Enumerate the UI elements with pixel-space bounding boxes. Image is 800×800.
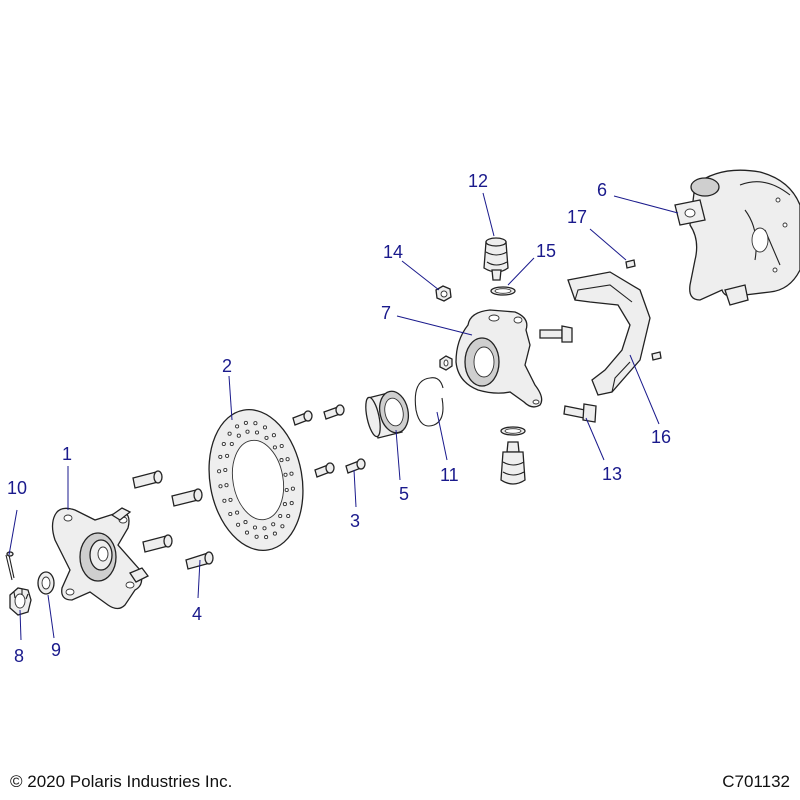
disc-vent-hole: [243, 520, 248, 525]
disc-vent-hole: [252, 525, 258, 530]
lug-studs: [132, 470, 214, 570]
drawing-number: C701132: [722, 772, 790, 791]
part-17-screw: [625, 259, 636, 269]
callout-10: 10: [7, 478, 27, 498]
disc-vent-hole: [286, 513, 291, 519]
disc-vent-hole: [264, 435, 269, 440]
caliper-bolt-upper: [539, 325, 573, 343]
disc-vent-hole: [254, 534, 259, 539]
part-1-wheel-hub: [51, 507, 149, 610]
part-12-ball-joint-upper: [483, 237, 509, 281]
callout-5: 5: [399, 484, 409, 504]
callout-1: 1: [62, 444, 72, 464]
disc-vent-hole: [229, 441, 234, 447]
part-11-retaining-ring: [414, 377, 444, 427]
part-13-bolt: [563, 403, 597, 423]
disc-vent-hole: [221, 441, 226, 447]
callout-15: 15: [536, 241, 556, 261]
part-10-cotter-pin: [5, 551, 15, 581]
disc-vent-hole: [271, 433, 276, 438]
part-2-brake-disc: [208, 408, 304, 552]
snap-ring-lower: [500, 426, 526, 436]
disc-vent-hole: [253, 421, 258, 426]
disc-vent-hole: [271, 522, 276, 527]
callout-17: 17: [567, 207, 587, 227]
disc-vent-hole: [218, 454, 223, 459]
disc-vent-hole: [224, 483, 229, 488]
callout-numbers: 1 2 3 4 5 6 7 8 9 10 11 12 13 14 15 16 1…: [7, 171, 671, 666]
disc-vent-hole: [218, 484, 223, 489]
callout-9: 9: [51, 640, 61, 660]
copyright-notice: © 2020 Polaris Industries Inc.: [10, 772, 233, 791]
disc-vent-hole: [285, 457, 290, 462]
disc-vent-hole: [217, 469, 222, 474]
disc-vent-hole: [279, 458, 284, 463]
callout-4: 4: [192, 604, 202, 624]
disc-vent-hole: [235, 424, 240, 429]
part-7-knuckle: [455, 309, 543, 408]
disc-vent-hole: [225, 453, 230, 458]
disc-vent-hole: [278, 513, 283, 519]
disc-vent-hole: [228, 511, 233, 517]
disc-vent-hole: [280, 524, 285, 529]
callout-14: 14: [383, 242, 403, 262]
disc-vent-hole: [264, 535, 269, 540]
disc-vent-hole: [243, 420, 248, 425]
callout-11: 11: [440, 465, 459, 485]
callout-7: 7: [381, 303, 391, 323]
disc-vent-hole: [244, 530, 250, 535]
disc-vent-hole: [272, 531, 277, 536]
part-9-washer: [37, 571, 55, 595]
callout-13: 13: [602, 464, 622, 484]
disc-vent-hole: [222, 498, 227, 503]
part-5-wheel-bearing: [365, 390, 410, 439]
disc-vent-hole: [284, 487, 289, 493]
part-14-nut: [435, 285, 452, 302]
bracket-screw: [651, 351, 662, 361]
disc-vent-hole: [290, 486, 295, 491]
disc-vent-hole: [227, 431, 232, 436]
disc-vent-hole: [223, 467, 228, 473]
callout-6: 6: [597, 180, 607, 200]
disc-vent-hole: [262, 526, 267, 531]
knuckle-nut: [439, 355, 453, 371]
part-15-snap-ring: [490, 286, 516, 296]
disc-vent-hole: [272, 445, 277, 450]
callout-8: 8: [14, 646, 24, 666]
callout-3: 3: [350, 511, 360, 531]
disc-vent-hole: [289, 471, 294, 476]
leader-lines: [8, 192, 679, 641]
disc-vent-hole: [254, 430, 260, 435]
part-6-hub-assembly: [674, 169, 800, 306]
ball-joint-lower: [500, 441, 526, 485]
part-8-castle-nut: [9, 587, 32, 616]
disc-vent-holes: [217, 420, 295, 540]
disc-vent-hole: [289, 501, 294, 506]
disc-vent-hole: [236, 522, 241, 527]
disc-vent-hole: [262, 425, 268, 430]
disc-vent-hole: [236, 433, 241, 438]
disc-vent-hole: [235, 510, 240, 515]
disc-vent-hole: [245, 429, 250, 434]
disc-vent-hole: [279, 443, 284, 449]
part-16-caliper-bracket: [567, 271, 651, 396]
callout-12: 12: [468, 171, 488, 191]
callout-16: 16: [651, 427, 671, 447]
disc-vent-hole: [282, 502, 287, 507]
part-3-bolts: [292, 404, 366, 478]
disc-vent-hole: [228, 497, 233, 502]
callout-2: 2: [222, 356, 232, 376]
disc-vent-hole: [283, 472, 288, 477]
